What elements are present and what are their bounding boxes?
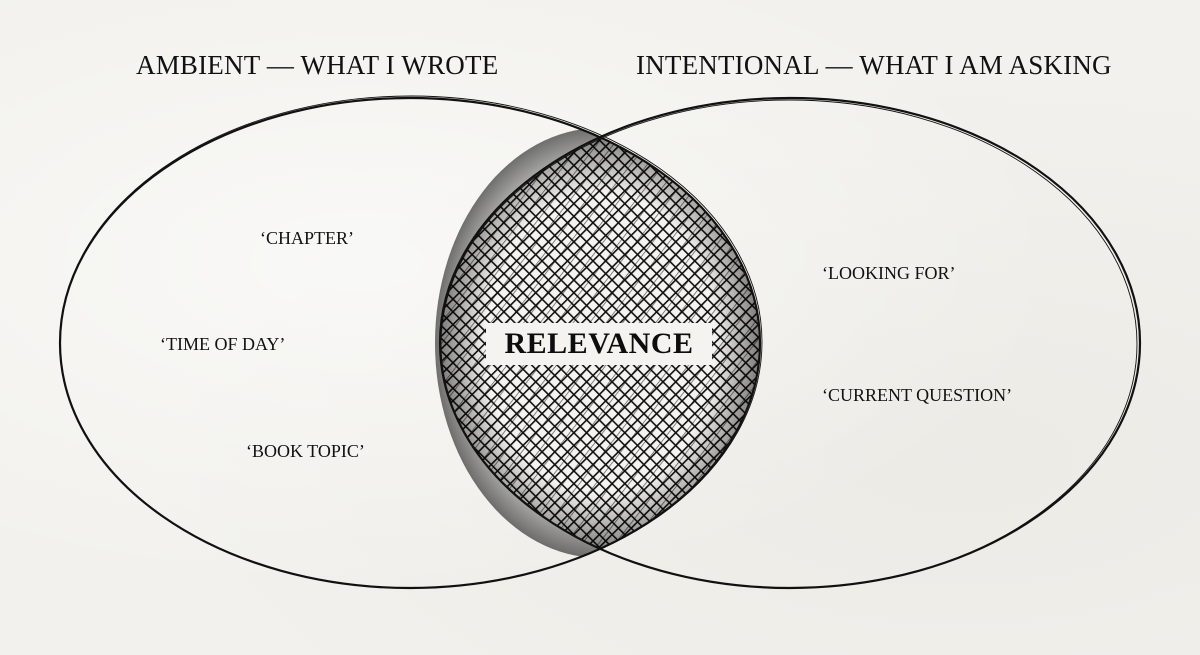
- term-time-of-day: ‘TIME OF DAY’: [160, 334, 286, 354]
- term-current-question: ‘CURRENT QUESTION’: [822, 385, 1013, 405]
- intentional-circle: [438, 96, 1142, 590]
- term-book-topic: ‘BOOK TOPIC’: [246, 441, 365, 461]
- intentional-heading: INTENTIONAL — WHAT I AM ASKING: [636, 50, 1112, 80]
- relevance-label: RELEVANCE: [486, 323, 712, 365]
- term-looking-for: ‘LOOKING FOR’: [822, 263, 956, 283]
- relevance-text: RELEVANCE: [504, 327, 694, 360]
- term-chapter: ‘CHAPTER’: [260, 228, 354, 248]
- ambient-heading: AMBIENT — WHAT I WROTE: [136, 50, 499, 80]
- intersection-region: [435, 98, 760, 588]
- ambient-circle: [58, 95, 763, 590]
